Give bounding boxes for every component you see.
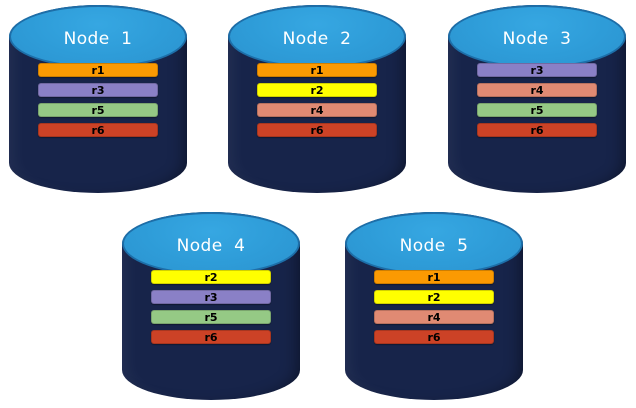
cylinder-top-ellipse: Node 3 [448, 5, 626, 68]
replica-bar-r2[interactable]: r2 [151, 270, 271, 285]
replica-bar-r4[interactable]: r4 [257, 103, 377, 118]
replica-list: r1 r2 r4 r6 [374, 270, 494, 350]
replica-bar-r6[interactable]: r6 [477, 123, 597, 138]
node-label: Node 4 [176, 236, 246, 257]
replica-label: r3 [91, 83, 105, 97]
replica-label: r5 [91, 103, 105, 117]
replica-label: r1 [310, 63, 324, 77]
node-cylinder-5[interactable]: Node 5 r1 r2 r4 r6 [345, 212, 523, 400]
node-cylinder-3[interactable]: Node 3 r3 r4 r5 r6 [448, 5, 626, 193]
replica-label: r6 [204, 330, 218, 344]
replica-bar-r3[interactable]: r3 [477, 63, 597, 78]
replica-bar-r5[interactable]: r5 [477, 103, 597, 118]
replica-bar-r2[interactable]: r2 [374, 290, 494, 305]
replica-label: r2 [427, 290, 441, 304]
replica-label: r2 [204, 270, 218, 284]
replica-list: r1 r3 r5 r6 [38, 63, 158, 143]
node-label: Node 1 [63, 29, 133, 50]
replica-bar-r5[interactable]: r5 [38, 103, 158, 118]
cylinder-top-ellipse: Node 4 [122, 212, 300, 275]
replica-label: r1 [91, 63, 105, 77]
cylinder-top-ellipse: Node 5 [345, 212, 523, 275]
replica-bar-r6[interactable]: r6 [151, 330, 271, 345]
replica-bar-r1[interactable]: r1 [38, 63, 158, 78]
replica-bar-r6[interactable]: r6 [257, 123, 377, 138]
replica-label: r3 [204, 290, 218, 304]
replica-bar-r3[interactable]: r3 [151, 290, 271, 305]
replica-label: r3 [530, 63, 544, 77]
replica-bar-r6[interactable]: r6 [374, 330, 494, 345]
replica-bar-r5[interactable]: r5 [151, 310, 271, 325]
replica-bar-r1[interactable]: r1 [374, 270, 494, 285]
replica-list: r2 r3 r5 r6 [151, 270, 271, 350]
replica-label: r6 [530, 123, 544, 137]
node-cylinder-2[interactable]: Node 2 r1 r2 r4 r6 [228, 5, 406, 193]
replica-label: r5 [204, 310, 218, 324]
replica-bar-r3[interactable]: r3 [38, 83, 158, 98]
cylinder-top-ellipse: Node 2 [228, 5, 406, 68]
node-label: Node 3 [502, 29, 572, 50]
replica-bar-r4[interactable]: r4 [374, 310, 494, 325]
node-cylinder-1[interactable]: Node 1 r1 r3 r5 r6 [9, 5, 187, 193]
replica-bar-r2[interactable]: r2 [257, 83, 377, 98]
node-cylinder-4[interactable]: Node 4 r2 r3 r5 r6 [122, 212, 300, 400]
replica-label: r6 [310, 123, 324, 137]
replica-list: r1 r2 r4 r6 [257, 63, 377, 143]
replica-label: r4 [427, 310, 441, 324]
replica-bar-r1[interactable]: r1 [257, 63, 377, 78]
replica-label: r2 [310, 83, 324, 97]
replica-label: r4 [310, 103, 324, 117]
replica-label: r6 [427, 330, 441, 344]
replica-bar-r4[interactable]: r4 [477, 83, 597, 98]
node-label: Node 2 [282, 29, 352, 50]
replica-list: r3 r4 r5 r6 [477, 63, 597, 143]
replica-label: r5 [530, 103, 544, 117]
replica-bar-r6[interactable]: r6 [38, 123, 158, 138]
replica-label: r1 [427, 270, 441, 284]
cylinder-top-ellipse: Node 1 [9, 5, 187, 68]
replica-label: r4 [530, 83, 544, 97]
node-label: Node 5 [399, 236, 469, 257]
replica-label: r6 [91, 123, 105, 137]
